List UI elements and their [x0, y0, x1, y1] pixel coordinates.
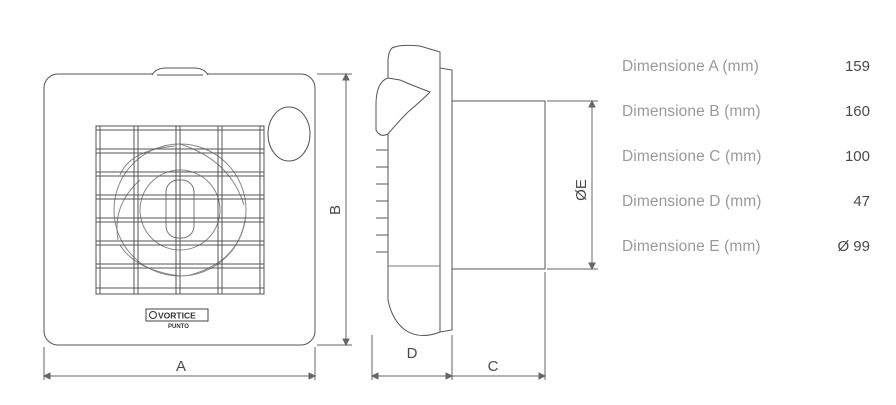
dimension-label: Dimensione B (mm) [622, 102, 761, 120]
duct-spigot [451, 100, 546, 270]
dimension-row: Dimensione C (mm) 100 [622, 134, 870, 179]
label-e: ØE [573, 179, 590, 201]
technical-drawing: VORTICE PUNTO A B [42, 44, 598, 380]
dimension-value: 100 [844, 148, 870, 165]
dimension-a [42, 347, 317, 380]
label-c: C [488, 358, 499, 375]
brand-text: VORTICE [158, 311, 196, 321]
brand-plate: VORTICE PUNTO [145, 308, 209, 330]
dimension-row: Dimensione B (mm) 160 [622, 89, 870, 134]
dimension-label: Dimensione C (mm) [622, 147, 762, 165]
dimension-d [370, 335, 454, 380]
dimension-row: Dimensione D (mm) 47 [622, 179, 870, 224]
dimension-row: Dimensione A (mm) 159 [622, 44, 870, 89]
dimension-label: Dimensione E (mm) [622, 237, 761, 255]
dimension-label: Dimensione D (mm) [622, 192, 762, 210]
rear-flange [439, 67, 453, 333]
dimension-value: 159 [844, 58, 870, 75]
dimension-e [547, 99, 598, 271]
dimension-label: Dimensione A (mm) [622, 57, 759, 75]
dimension-value: 47 [853, 193, 870, 210]
label-a: A [176, 358, 186, 375]
label-d: D [407, 345, 418, 362]
dimension-row: Dimensione E (mm) Ø 99 [622, 224, 870, 269]
grill [95, 125, 265, 295]
dimension-b [317, 72, 352, 347]
dimension-value: Ø 99 [837, 238, 870, 255]
dimension-c [452, 272, 547, 380]
top-clip [151, 67, 209, 76]
front-view: VORTICE PUNTO [43, 67, 316, 346]
label-b: B [327, 205, 344, 215]
dimension-value: 160 [844, 103, 870, 120]
dimensions-table: Dimensione A (mm) 159 Dimensione B (mm) … [622, 44, 870, 269]
side-knob [375, 77, 431, 136]
pull-cord-knob [267, 106, 311, 162]
model-text: PUNTO [168, 324, 189, 330]
side-view [375, 44, 546, 336]
